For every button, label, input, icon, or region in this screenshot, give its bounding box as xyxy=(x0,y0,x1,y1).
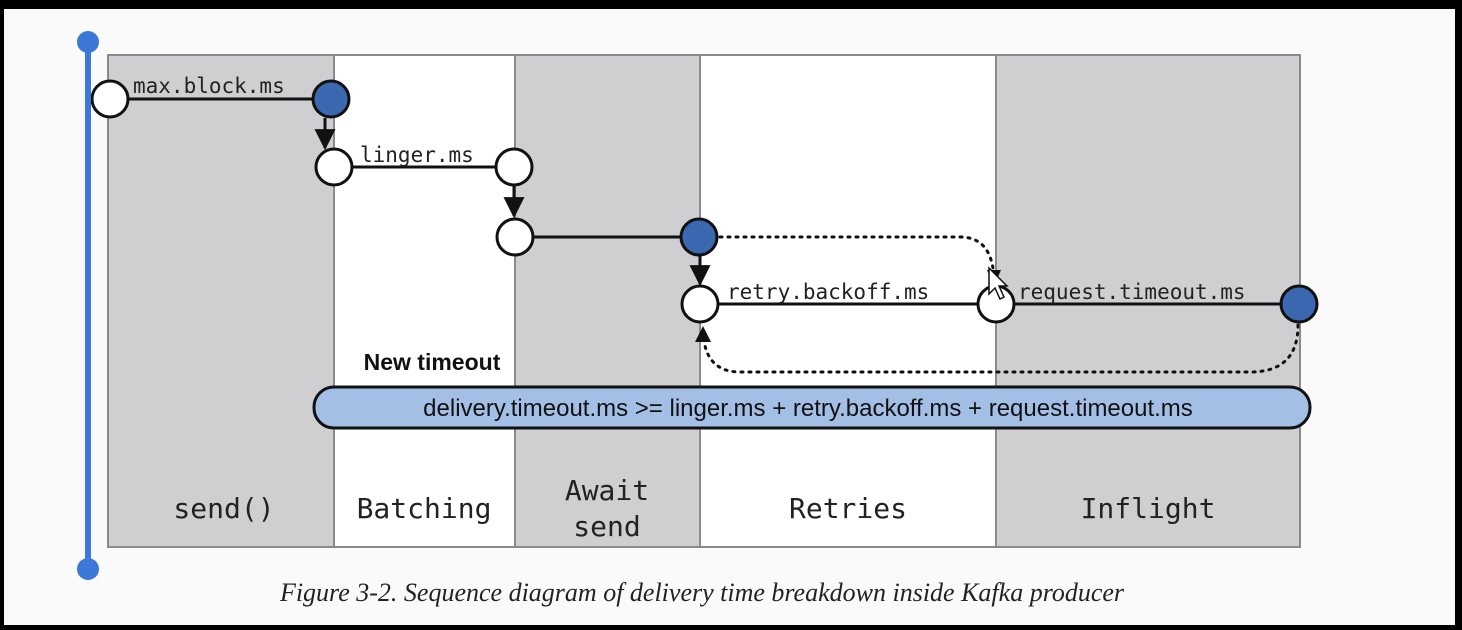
figure-caption: Figure 3-2. Sequence diagram of delivery… xyxy=(279,578,1125,607)
node-end xyxy=(1279,284,1319,324)
label-request-timeout-ms: request.timeout.ms xyxy=(1018,280,1246,304)
node-batch-start xyxy=(314,147,354,187)
node-send xyxy=(679,217,719,257)
column-label-send-line2: send xyxy=(573,510,640,543)
new-timeout-label: New timeout xyxy=(364,349,501,375)
column-label-batching: Batching xyxy=(357,492,492,525)
scrubber-handle-top[interactable] xyxy=(77,31,99,53)
column-inflight xyxy=(996,55,1300,547)
mouse-cursor-icon xyxy=(988,266,1009,301)
column-await-send xyxy=(515,55,700,547)
label-linger-ms: linger.ms xyxy=(360,143,474,167)
column-label-retries: Retries xyxy=(789,492,907,525)
node-await-start xyxy=(495,217,535,257)
column-label-await: Await xyxy=(565,474,649,507)
node-start xyxy=(90,79,130,119)
label-max-block-ms: max.block.ms xyxy=(133,74,285,98)
column-label-send: send() xyxy=(173,492,274,525)
timeline-nodes xyxy=(90,79,1319,324)
node-send-accept xyxy=(311,79,351,119)
column-retries xyxy=(700,55,996,547)
retry-arrowhead-bottom xyxy=(695,326,711,342)
label-retry-backoff-ms: retry.backoff.ms xyxy=(727,280,929,304)
transition-arrows xyxy=(314,118,711,287)
video-scrubber[interactable] xyxy=(77,31,99,580)
column-label-inflight: Inflight xyxy=(1081,492,1216,525)
column-send xyxy=(108,55,334,547)
node-retry-start xyxy=(680,284,720,324)
node-batch-end xyxy=(494,147,534,187)
scrubber-handle-bottom[interactable] xyxy=(77,558,99,580)
formula-pill xyxy=(312,385,1312,430)
column-batching xyxy=(334,55,515,547)
retry-loop xyxy=(701,235,1300,374)
formula-text: delivery.timeout.ms >= linger.ms + retry… xyxy=(423,395,1193,422)
